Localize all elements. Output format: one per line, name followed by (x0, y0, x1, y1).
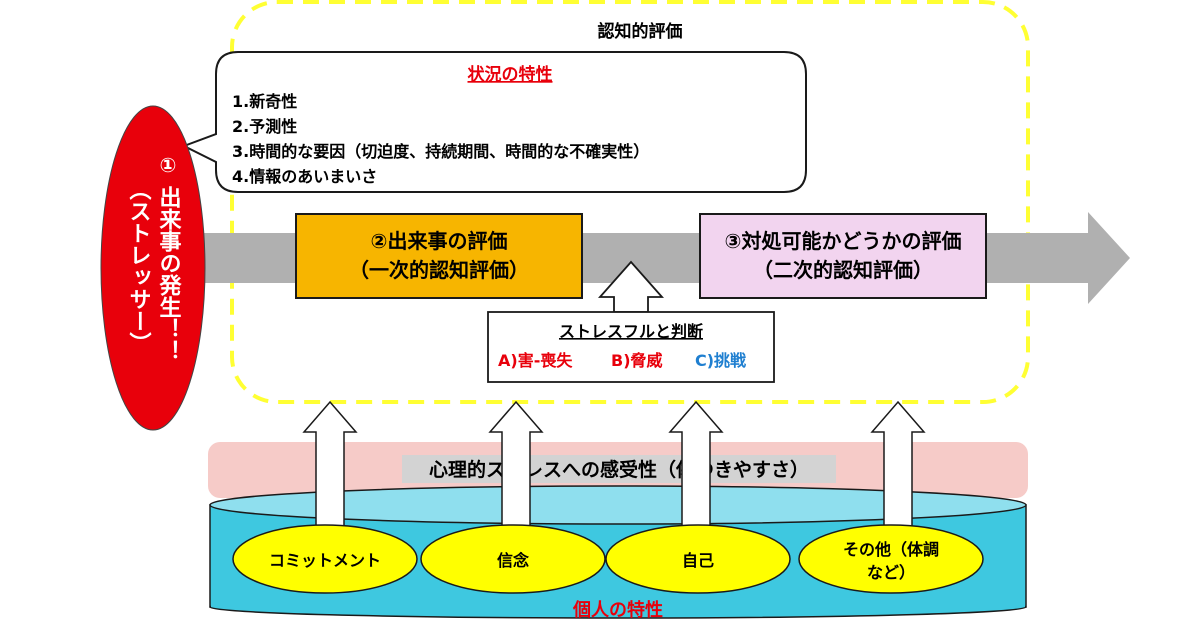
situation-title: 状況の特性 (468, 64, 553, 85)
cognitive-appraisal-boundary (230, 0, 1030, 404)
vulnerability-label-highlight (402, 455, 836, 483)
situation-item: 1.新奇性 (232, 92, 297, 111)
trait-other-line1: その他（体調 (843, 540, 939, 559)
trait-belief-ellipse (420, 524, 606, 594)
primary-appraisal-line2: （一次的認知評価） (349, 258, 529, 282)
trait-other-line2: など） (867, 563, 915, 582)
trait-up-arrows (302, 400, 926, 531)
judgement-harm-loss: A)害-喪失 (498, 351, 573, 370)
stressor-ellipse (100, 105, 206, 431)
secondary-appraisal-line2: （二次的認知評価） (753, 258, 933, 282)
trait-commitment-label: コミットメント (269, 551, 381, 570)
situation-item: 2.予測性 (232, 117, 297, 136)
stressor-line3: （ストレッサー） (126, 178, 152, 354)
primary-appraisal-line1: ②出来事の評価 (371, 229, 508, 253)
judgement-box (487, 311, 775, 383)
personal-label: 個人の特性 (572, 599, 663, 621)
secondary-appraisal-box (699, 213, 987, 299)
primary-appraisal-box (295, 213, 583, 299)
trait-self-ellipse (605, 524, 791, 594)
judgement-threat: B)脅威 (611, 351, 663, 370)
cognitive-appraisal-label: 認知的評価 (598, 21, 683, 42)
situation-callout (181, 51, 807, 193)
stressor-line1: ① (160, 153, 177, 177)
stressor-line2: 出来事の発生！！ (156, 186, 183, 362)
situation-item: 4.情報のあいまいさ (232, 167, 377, 186)
trait-commitment-ellipse (232, 524, 418, 594)
judgement-title: ストレスフルと判断 (559, 322, 703, 341)
judgement-challenge: C)挑戦 (695, 351, 747, 370)
situation-item: 3.時間的な要因（切迫度、持続期間、時間的な不確実性） (232, 142, 649, 161)
trait-other-ellipse (798, 524, 984, 594)
trait-self-label: 自己 (682, 551, 714, 570)
vulnerability-label: 心理的ストレスへの感受性（傷つきやすさ） (429, 458, 809, 481)
personal-cylinder-top (209, 485, 1027, 525)
secondary-appraisal-line1: ③対処可能かどうかの評価 (725, 229, 962, 253)
trait-belief-label: 信念 (497, 551, 530, 570)
